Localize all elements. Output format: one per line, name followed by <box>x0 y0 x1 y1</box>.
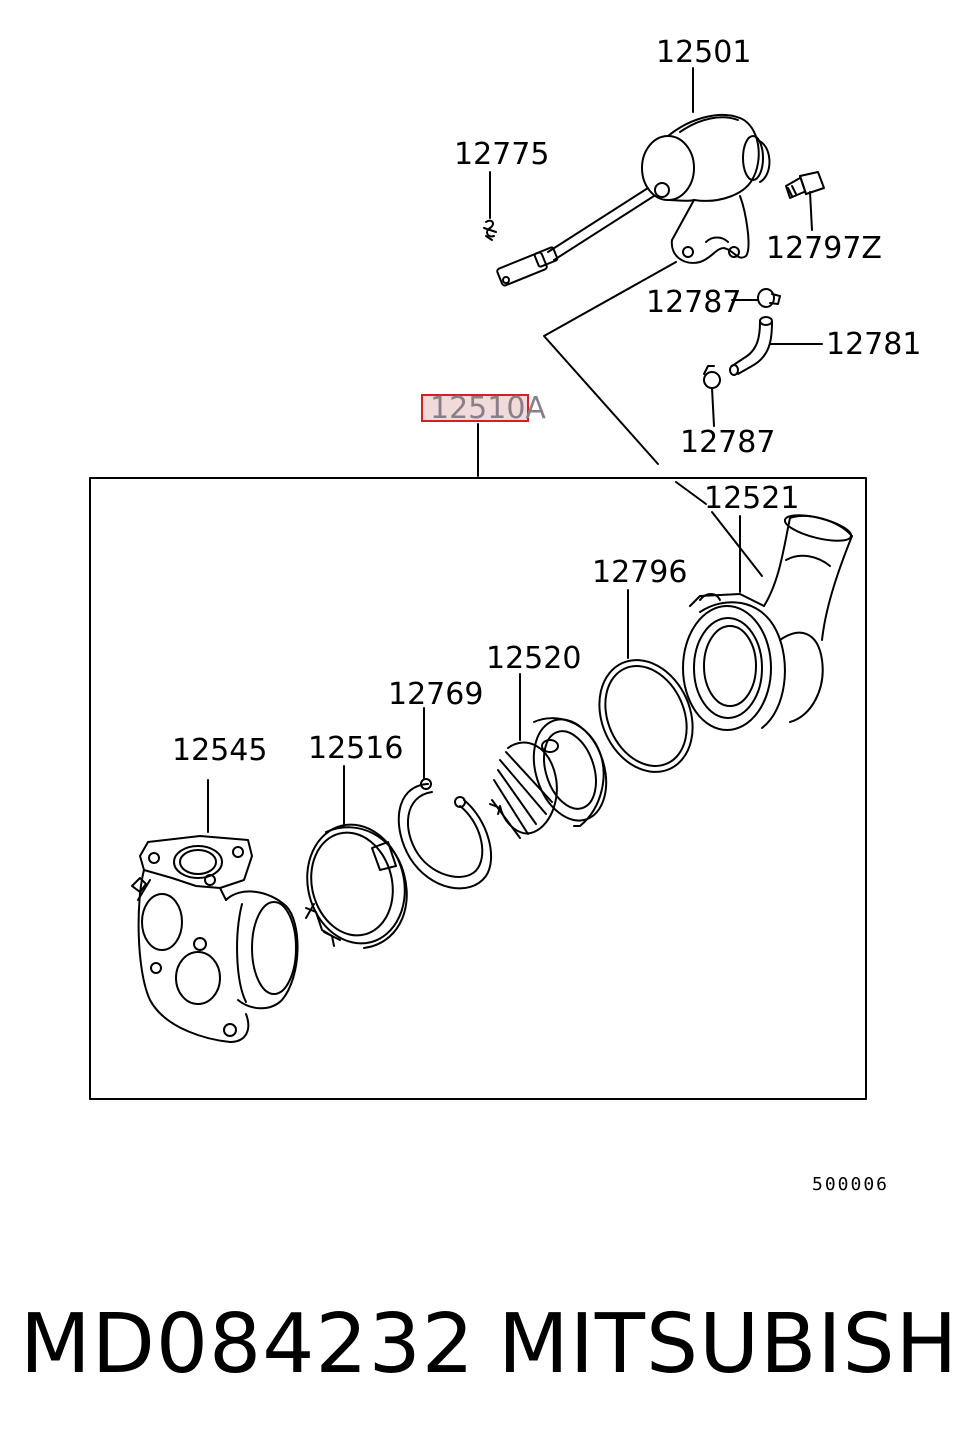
pointer-line-lower <box>675 481 707 505</box>
v-band-clamp-drawing <box>305 765 408 949</box>
compressor-housing-drawing <box>682 514 853 731</box>
label-hose: 12781 <box>826 327 921 362</box>
actuator-drawing <box>496 67 771 287</box>
brand-name: MITSUBISHI <box>498 1297 960 1392</box>
part-number: MD084232 <box>20 1297 475 1392</box>
label-clip: 12775 <box>454 137 549 172</box>
label-clamp-lower: 12787 <box>680 425 775 460</box>
label-compressor-housing: 12521 <box>704 481 799 516</box>
label-clamp-upper: 12787 <box>646 285 741 320</box>
label-turbine-housing: 12545 <box>172 733 267 768</box>
label-cartridge: 12520 <box>486 641 581 676</box>
label-actuator: 12501 <box>656 35 751 70</box>
label-v-band-clamp: 12516 <box>308 731 403 766</box>
hose-assembly-drawing <box>703 288 823 427</box>
label-assembly: 12510A <box>430 391 546 426</box>
snap-ring-drawing <box>397 707 493 890</box>
label-o-ring: 12796 <box>592 555 687 590</box>
label-snap-ring: 12769 <box>388 677 483 712</box>
diagram-reference-code: 500006 <box>812 1174 889 1195</box>
footer: MD084232 MITSUBISHI <box>0 1290 960 1400</box>
label-bolt: 12797Z <box>766 231 882 266</box>
pointer-line <box>543 261 677 465</box>
clip-drawing <box>483 171 497 241</box>
cartridge-drawing <box>489 673 608 839</box>
assembly-frame <box>89 477 867 1100</box>
pointer-line-end <box>711 511 763 577</box>
turbine-housing-drawing <box>131 779 299 1043</box>
assembly-label-highlight <box>421 394 529 422</box>
o-ring-drawing <box>598 589 694 773</box>
bolt-drawing <box>785 171 825 231</box>
